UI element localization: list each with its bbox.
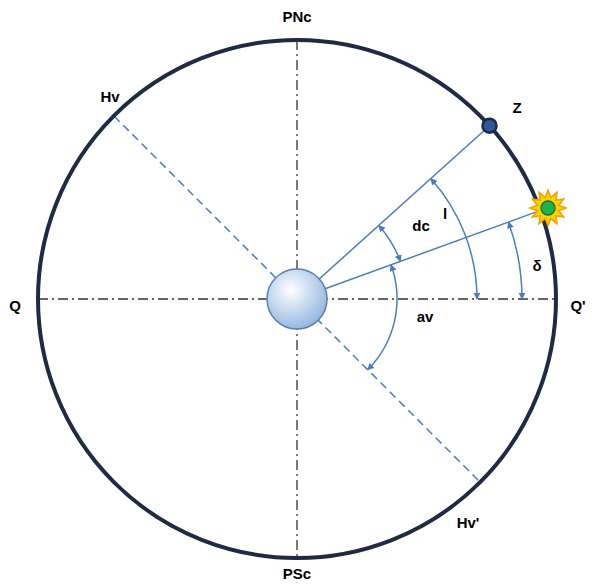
equator-point-label: Q' (570, 298, 585, 313)
latitude-arc (431, 179, 477, 299)
angle-label: dc (412, 218, 430, 233)
celestial-circle (38, 40, 556, 558)
angle-label: av (417, 309, 434, 324)
altitude-arc (368, 265, 397, 370)
sun-line (297, 210, 540, 299)
horizon-line (114, 116, 480, 482)
pole-label: PNc (282, 9, 311, 24)
zenith-label: Z (512, 100, 521, 115)
earth-globe (267, 269, 327, 329)
pole-label: PSc (283, 566, 311, 581)
horizon-label: Hv (100, 89, 119, 104)
sun-core (541, 201, 555, 215)
angle-label: δ (532, 258, 541, 273)
zenith-distance-arc (379, 225, 401, 261)
sun-symbol (530, 190, 566, 226)
angle-label: l (443, 206, 447, 221)
declination-arc (508, 222, 522, 299)
horizon-label: Hv' (457, 515, 480, 530)
zenith-point (483, 119, 497, 133)
equator-point-label: Q (9, 298, 21, 313)
sun-rays (530, 190, 566, 226)
